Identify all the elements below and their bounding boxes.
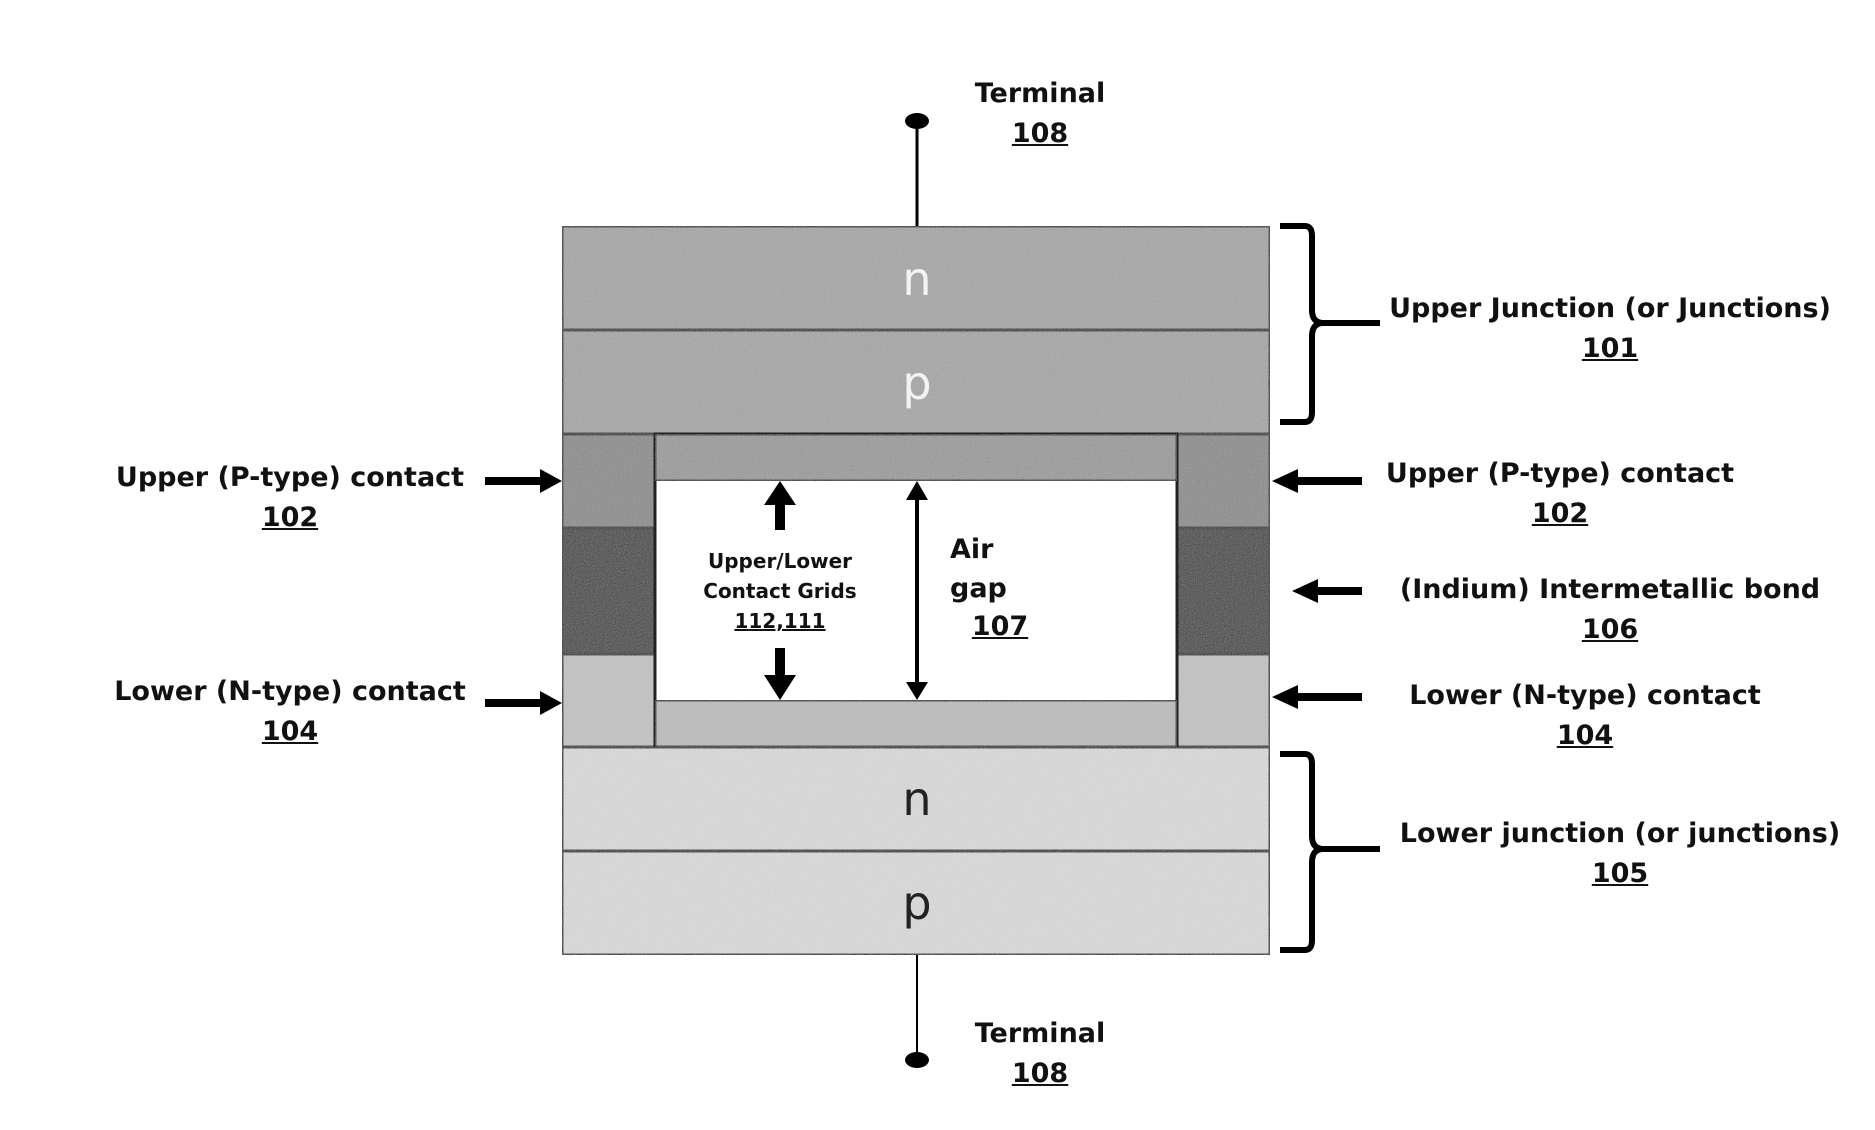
lower-n-label: n: [867, 772, 967, 826]
arrow-bond-right: [1292, 579, 1362, 603]
upper-contact-left-text: Upper (P-type) contact: [90, 458, 490, 498]
bond-left: [562, 528, 655, 654]
air-gap-line1: Air: [950, 530, 1030, 569]
left-contact-stack: [562, 434, 655, 747]
terminal-bottom-text: Terminal: [940, 1014, 1140, 1054]
air-gap-ref-text: 107: [960, 607, 1040, 647]
terminal-bottom-ref: 108: [940, 1054, 1140, 1094]
intermetallic-bond-label: (Indium) Intermetallic bond 106: [1380, 570, 1840, 650]
air-gap-line2: gap: [950, 569, 1030, 608]
upper-contact-grid: [655, 434, 1177, 481]
upper-contact-left-label: Upper (P-type) contact 102: [90, 458, 490, 538]
bond-right: [1177, 528, 1270, 654]
arrow-lower-contact-right: [1272, 685, 1362, 709]
terminal-bottom: [905, 955, 929, 1068]
upper-contact-right-text: Upper (P-type) contact: [1360, 454, 1760, 494]
upper-contact-left: [562, 434, 655, 528]
right-contact-stack: [1177, 434, 1270, 747]
upper-p-label: p: [867, 356, 967, 410]
terminal-bottom-label: Terminal 108: [940, 1014, 1140, 1094]
upper-contact-left-ref: 102: [90, 498, 490, 538]
arrow-lower-contact-left: [485, 691, 562, 715]
upper-n-label: n: [867, 252, 967, 306]
contact-grids-line1: Upper/Lower: [680, 546, 880, 576]
arrow-upper-contact-left: [485, 469, 562, 493]
upper-junction-brace: [1280, 226, 1380, 422]
lower-junction-brace: [1280, 754, 1380, 950]
upper-contact-right-ref: 102: [1360, 494, 1760, 534]
lower-junction-text: Lower junction (or junctions): [1390, 814, 1850, 854]
upper-junction-label: Upper Junction (or Junctions) 101: [1380, 289, 1840, 369]
upper-junction-ref: 101: [1380, 329, 1840, 369]
intermetallic-bond-ref: 106: [1380, 610, 1840, 650]
upper-contact-right-label: Upper (P-type) contact 102: [1360, 454, 1760, 534]
lower-junction-label: Lower junction (or junctions) 105: [1390, 814, 1850, 894]
lower-junction-ref: 105: [1390, 854, 1850, 894]
contact-grids-label: Upper/Lower Contact Grids 112,111: [680, 546, 880, 636]
arrow-upper-contact-right: [1272, 469, 1362, 493]
contact-grids-ref: 112,111: [680, 606, 880, 636]
terminal-top-label: Terminal 108: [940, 74, 1140, 154]
lower-contact-right-ref: 104: [1385, 716, 1785, 756]
lower-contact-right-text: Lower (N-type) contact: [1385, 676, 1785, 716]
lower-contact-left-text: Lower (N-type) contact: [90, 672, 490, 712]
lower-p-label: p: [867, 876, 967, 930]
intermetallic-bond-text: (Indium) Intermetallic bond: [1380, 570, 1840, 610]
upper-contact-right: [1177, 434, 1270, 528]
lower-contact-right: [1177, 654, 1270, 747]
terminal-top-ref: 108: [940, 114, 1140, 154]
lower-contact-left: [562, 654, 655, 747]
lower-contact-right-label: Lower (N-type) contact 104: [1385, 676, 1785, 756]
air-gap-ref: 107: [960, 607, 1040, 647]
terminal-top: [905, 113, 929, 226]
lower-contact-left-label: Lower (N-type) contact 104: [90, 672, 490, 752]
contact-grids-line2: Contact Grids: [680, 576, 880, 606]
terminal-top-text: Terminal: [940, 74, 1140, 114]
lower-contact-grid: [655, 700, 1177, 747]
upper-junction-text: Upper Junction (or Junctions): [1380, 289, 1840, 329]
air-gap-label: Air gap: [950, 530, 1030, 608]
lower-contact-left-ref: 104: [90, 712, 490, 752]
